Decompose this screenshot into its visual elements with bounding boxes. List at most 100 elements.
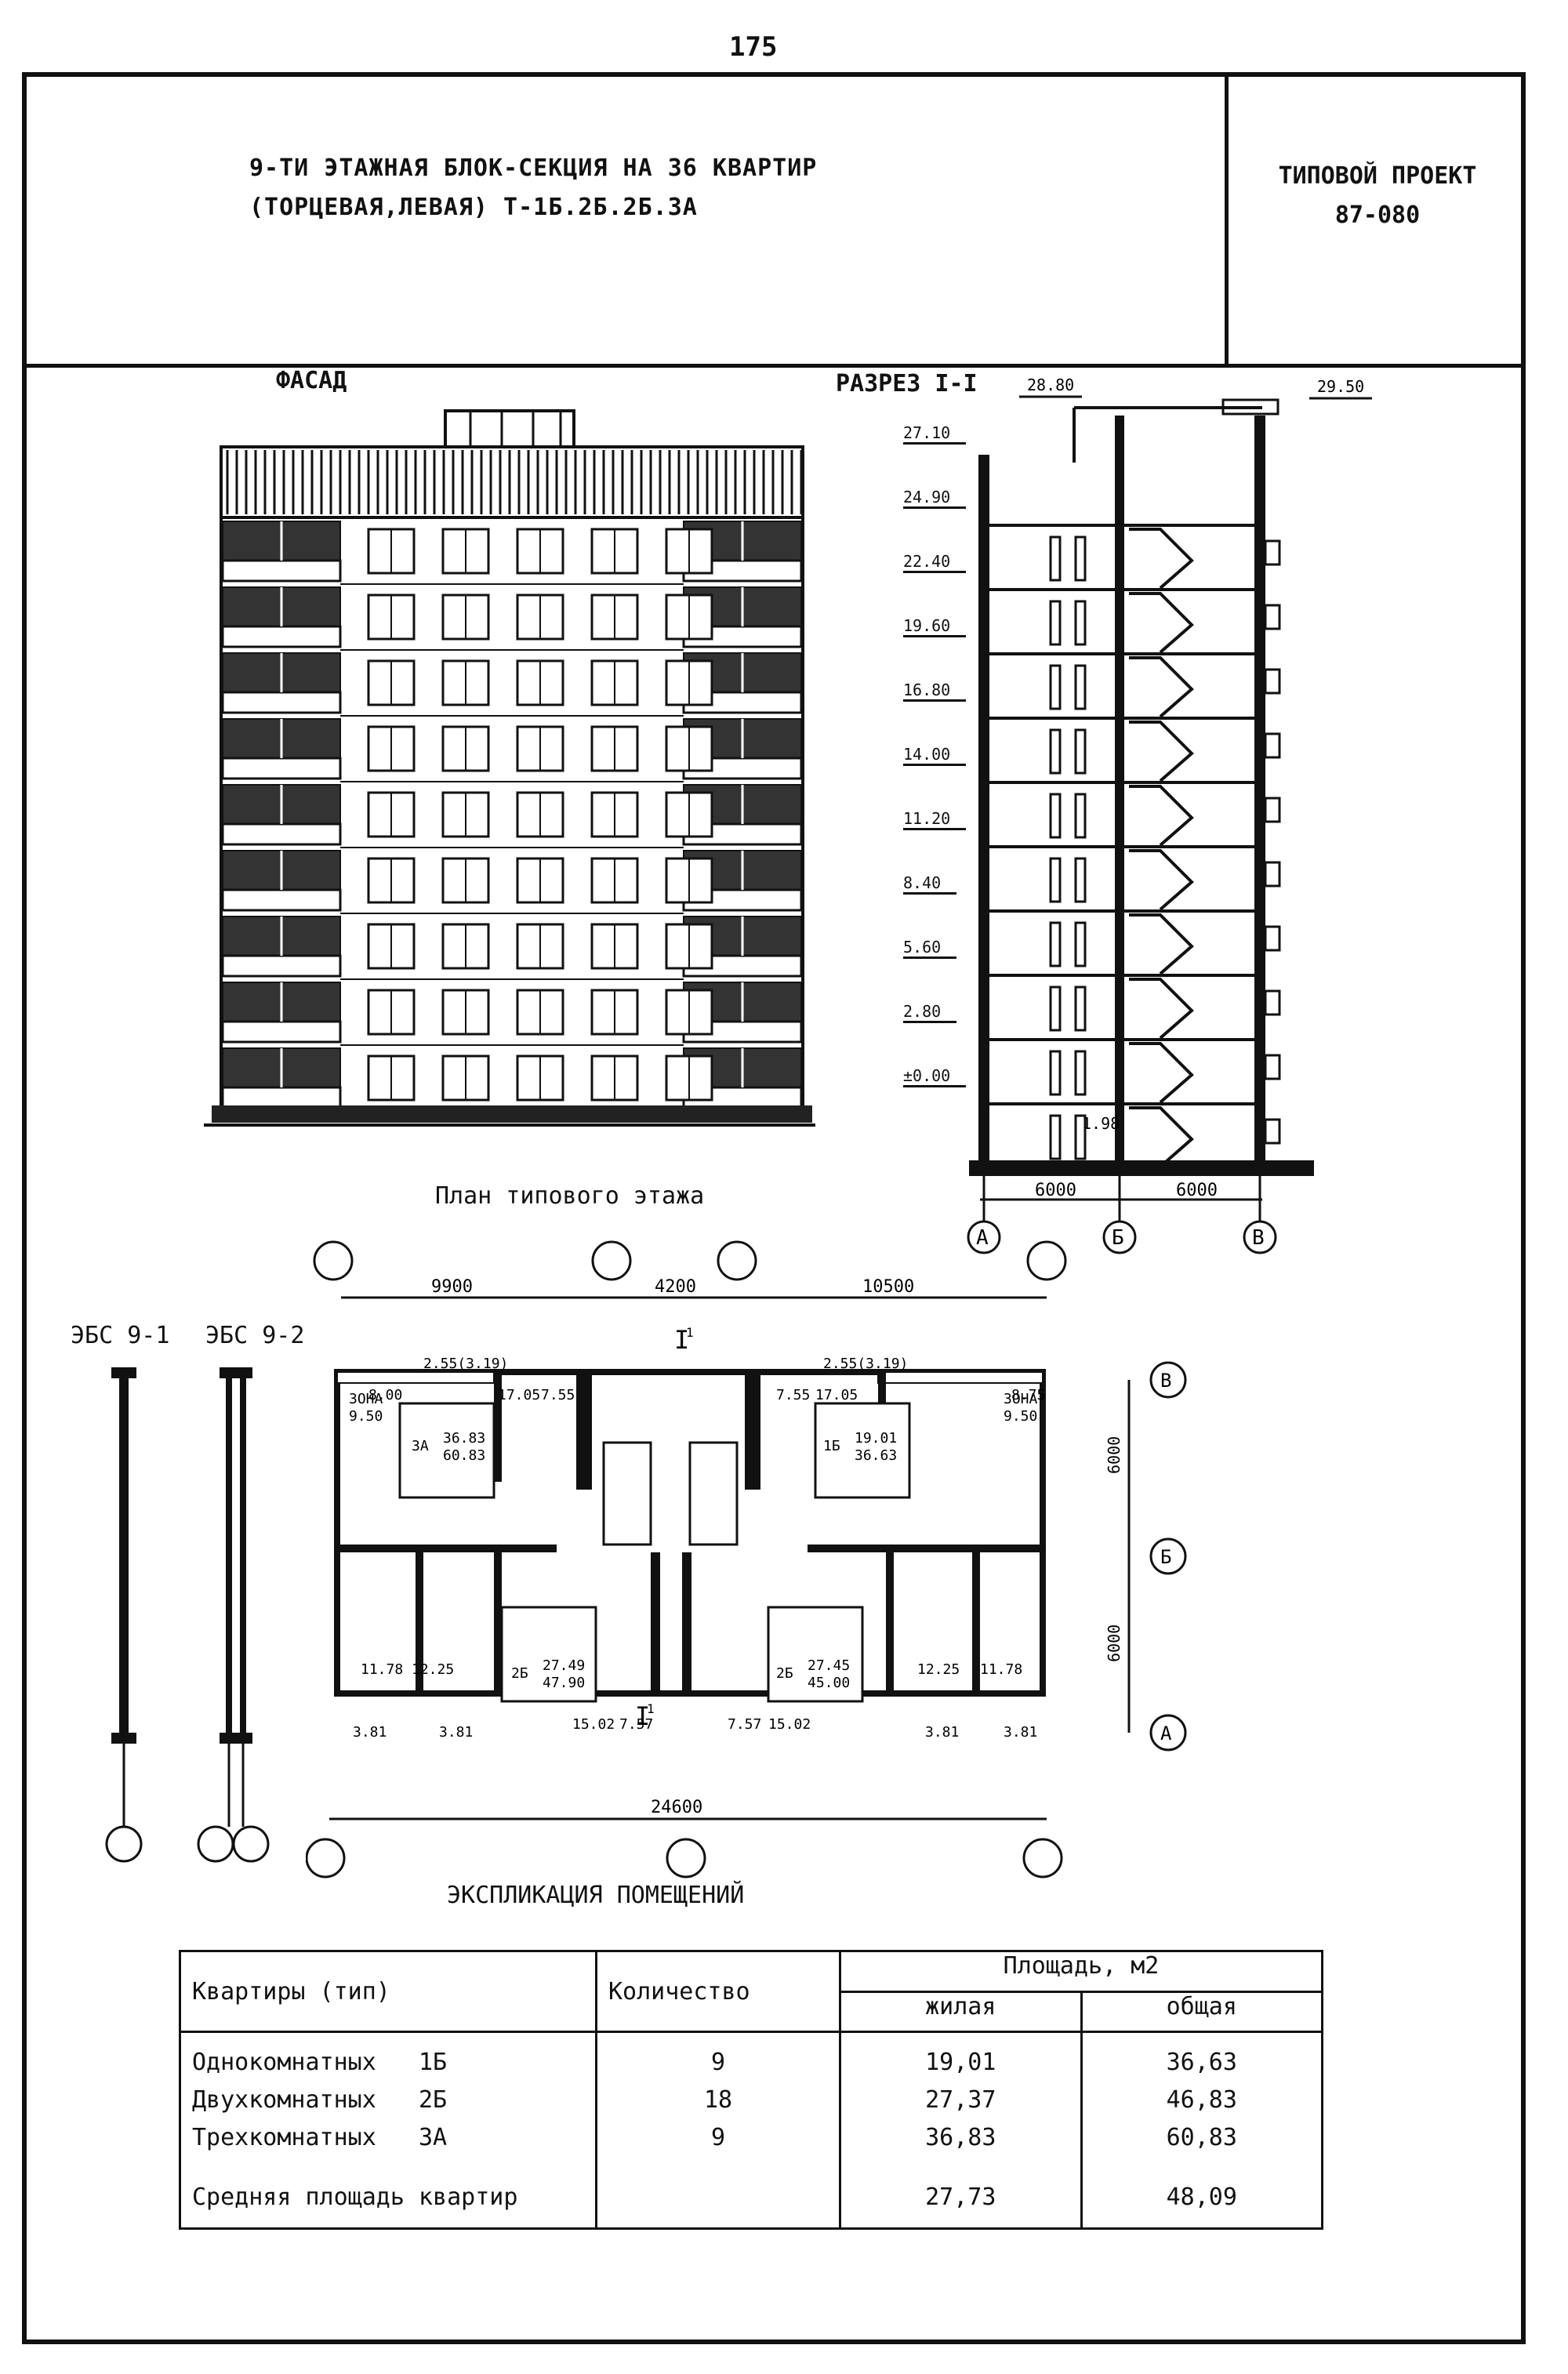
level-mark: 2.80 [903, 1002, 957, 1023]
top-mark-left: 28.80 [1027, 376, 1074, 394]
plan-dim-2: 4200 [655, 1277, 696, 1297]
ebs-left-label: ЭБС 9-1 [71, 1322, 170, 1349]
col-type-header: Квартиры (тип) [179, 1950, 597, 2033]
apt-type-1B: 1Б [823, 1438, 840, 1454]
axis-B-bubble: Б [1112, 1226, 1124, 1250]
facade-drawing [204, 409, 815, 1127]
col-area-header: Площадь, м2 [839, 1950, 1323, 1993]
table-row: Трехкомнатных 3А [192, 2119, 584, 2157]
level-mark: 24.90 [903, 488, 967, 509]
bottom-mark: 1.98 [1082, 1114, 1120, 1133]
plan-title: План типового этажа [435, 1182, 705, 1210]
plan-axis-V: В [1160, 1370, 1171, 1392]
project-line-2: 87-080 [1334, 201, 1421, 229]
page-number: 175 [729, 31, 778, 63]
header-divider [22, 364, 1526, 368]
section-drawing: 28.80 29.50 1.98 6000 6000 А Б В [967, 376, 1372, 1254]
plan-dim-1: 9900 [431, 1277, 473, 1297]
level-mark: 16.80 [903, 681, 967, 702]
apt-3A-total: 60.83 [443, 1447, 485, 1464]
apt-2B-left-total: 47.90 [543, 1675, 585, 1691]
row-living: 36,83 [925, 2124, 996, 2151]
col-count-header: Количество [595, 1950, 841, 2033]
room-area-10: 7.57 [619, 1716, 653, 1733]
project-label: ТИПОВОЙ ПРОЕКТ 87-080 [1232, 157, 1523, 235]
level-mark: 5.60 [903, 938, 957, 959]
room-area-15: 3.81 [353, 1724, 387, 1741]
axis-A-bubble: А [976, 1226, 989, 1250]
cut-mark-top-sub: 1 [686, 1325, 694, 1340]
row-total: 46,83 [1166, 2086, 1237, 2114]
loggia-left: 2.55(3.19) [423, 1356, 508, 1372]
apt-2B-right-living: 27.45 [808, 1657, 850, 1674]
room-area-9: 15.02 [572, 1716, 615, 1733]
cut-mark-bottom-sub: 1 [647, 1701, 655, 1716]
zone-right-label: ЗОНА [1004, 1391, 1038, 1407]
apt-3A-living: 36.83 [443, 1430, 485, 1447]
zone-right-value: 9.50 [1004, 1408, 1037, 1425]
title-line-1: 9-ТИ ЭТАЖНАЯ БЛОК-СЕКЦИЯ НА 36 КВАРТИР [249, 154, 818, 182]
row-total: 36,63 [1166, 2049, 1237, 2076]
row-name: Однокомнатных [192, 2049, 376, 2076]
plan-axis-B: Б [1160, 1546, 1171, 1568]
level-mark: 22.40 [903, 552, 967, 573]
header-vertical-divider [1225, 72, 1229, 365]
room-area-6: 8.75 [1011, 1387, 1045, 1403]
room-area-1: 8.00 [368, 1387, 402, 1403]
level-mark: 8.40 [903, 873, 957, 895]
room-area-16: 3.81 [439, 1724, 473, 1741]
plan-axis-A: А [1160, 1722, 1172, 1744]
level-mark: 14.00 [903, 745, 967, 766]
table-row: Двухкомнатных 2Б [192, 2082, 584, 2119]
row-living: 27,37 [925, 2086, 996, 2114]
floor-plan-drawing: 9900 4200 10500 24600 ЗОНА 9.50 ЗОНА 9.5… [306, 1240, 1187, 1879]
ebs-panels-drawing [105, 1367, 270, 1863]
plan-right-dim-2: 6000 [1105, 1624, 1123, 1662]
col-total-header: общая [1080, 1990, 1323, 2033]
plan-overall-dim: 24600 [651, 1798, 702, 1817]
table-row: Однокомнатных 1Б [192, 2044, 584, 2082]
ebs-right-label: ЭБС 9-2 [205, 1322, 305, 1349]
avg-total: 48,09 [1166, 2183, 1237, 2211]
row-name: Трехкомнатных [192, 2124, 376, 2151]
apt-1B-total: 36.63 [855, 1447, 897, 1464]
average-row-label: Средняя площадь квартир [192, 2183, 518, 2211]
room-area-5: 17.05 [815, 1387, 858, 1403]
row-total: 60,83 [1166, 2124, 1237, 2151]
apt-1B-living: 19.01 [855, 1430, 897, 1447]
room-area-11: 7.57 [728, 1716, 761, 1733]
level-mark: ±0.00 [903, 1066, 967, 1087]
row-code: 1Б [419, 2049, 448, 2076]
apt-type-2B-right: 2Б [776, 1665, 793, 1682]
room-area-8: 12.25 [412, 1661, 454, 1678]
explication-table: Квартиры (тип) Количество Площадь, м2 жи… [179, 1950, 1323, 2230]
row-name: Двухкомнатных [192, 2086, 376, 2114]
room-area-4: 7.55 [776, 1387, 810, 1403]
plan-right-dim-1: 6000 [1105, 1436, 1123, 1474]
row-count: 9 [710, 2124, 726, 2151]
apt-2B-left-living: 27.49 [543, 1657, 585, 1674]
room-area-17: 3.81 [925, 1724, 959, 1741]
project-line-1: ТИПОВОЙ ПРОЕКТ [1278, 162, 1477, 190]
room-area-14: 11.78 [980, 1661, 1022, 1678]
axis-dim-1: 6000 [1035, 1181, 1076, 1200]
row-living: 19,01 [925, 2049, 996, 2076]
room-area-7: 11.78 [361, 1661, 403, 1678]
avg-living: 27,73 [925, 2183, 996, 2211]
zone-left-label: ЗОНА [349, 1391, 383, 1407]
room-area-2: 17.05 [498, 1387, 540, 1403]
level-mark: 27.10 [903, 423, 967, 445]
room-area-18: 3.81 [1004, 1724, 1037, 1741]
room-area-3: 7.55 [541, 1387, 575, 1403]
col-living-header: жилая [839, 1990, 1083, 2033]
row-count: 9 [710, 2049, 726, 2076]
plan-dim-3: 10500 [862, 1277, 914, 1297]
row-count: 18 [703, 2086, 733, 2114]
drawing-frame [22, 72, 1526, 2344]
section-title: РАЗРЕЗ I-I [836, 370, 978, 397]
row-code: 2Б [419, 2086, 448, 2114]
zone-left-value: 9.50 [349, 1408, 383, 1425]
axis-V-bubble: В [1252, 1226, 1265, 1250]
axis-dim-2: 6000 [1176, 1181, 1218, 1200]
